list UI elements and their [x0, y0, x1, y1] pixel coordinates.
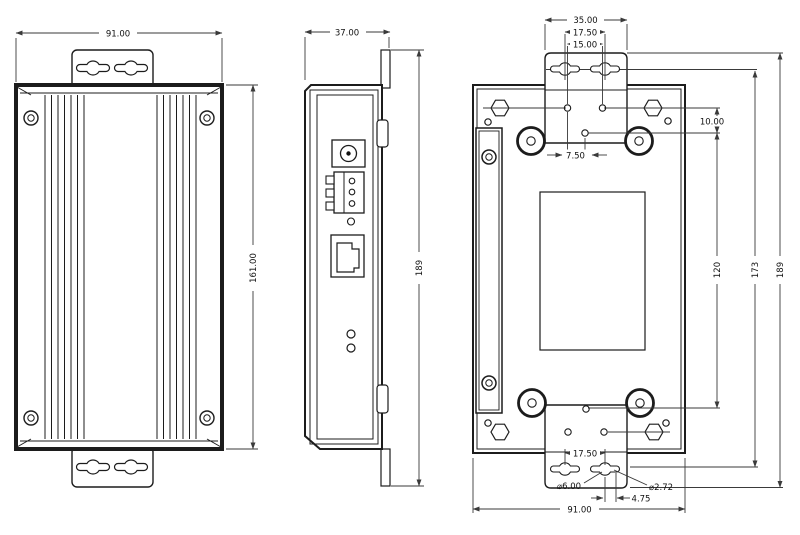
dim-side-depth: 37.00: [304, 26, 391, 80]
bracket-rollers: [516, 126, 655, 418]
dim-slot-arm: 4.75: [591, 495, 650, 505]
dim-label: 91.00: [106, 30, 130, 40]
din-rail-channel: [475, 127, 503, 414]
dim-label: 173: [751, 262, 761, 278]
dim-overall-height: 189: [774, 52, 786, 488]
bracket-holes: [563, 104, 608, 436]
led-indicator-2: [346, 343, 356, 353]
dim-label: 10.00: [700, 118, 724, 128]
dim-label: 7.50: [566, 152, 585, 162]
din-bracket-bottom: [380, 448, 391, 487]
dim-slot-diameter: ⌀6.00: [557, 471, 603, 492]
dim-slot-spacing-bottom: 17.50: [564, 447, 606, 460]
dim-label: 91.00: [567, 506, 591, 516]
hex-screws: [484, 99, 672, 441]
dim-label: ⌀2.72: [649, 483, 673, 493]
dim-front-width: 91.00: [15, 27, 223, 82]
dim-label: 15.00: [573, 41, 597, 51]
rj45-port: [330, 234, 365, 278]
bracket-hook-top: [376, 119, 389, 148]
dim-side-height: 189: [391, 49, 425, 487]
dim-label: ⌀6.00: [557, 482, 581, 492]
dim-label: 161.00: [249, 253, 259, 283]
dim-vertical-offset: 10.00: [697, 107, 728, 134]
side-view: 37.00 189: [304, 26, 425, 487]
corner-screws: [23, 110, 215, 426]
dim-horizontal-offset: 7.50: [547, 149, 607, 162]
dim-hole-diameter: ⌀2.72: [613, 469, 673, 493]
extension-lines: [483, 52, 783, 488]
dim-hole-spacing: 15.00: [567, 38, 603, 51]
side-body-inner: [309, 89, 379, 445]
dim-label: 17.50: [573, 450, 597, 460]
bracket-hook-bottom: [376, 384, 389, 414]
center-lines: [564, 34, 617, 502]
dim-front-height: 161.00: [226, 84, 259, 450]
dc-jack: [331, 139, 366, 168]
back-cutout: [539, 191, 646, 351]
dim-label: 35.00: [573, 16, 597, 26]
side-panel: [316, 94, 374, 440]
din-bracket-top: [380, 49, 391, 89]
dim-label: 189: [776, 262, 786, 278]
led-indicator-1: [346, 329, 356, 339]
bracket-plate-bottom: [544, 404, 628, 489]
front-body: [14, 83, 224, 451]
cooling-fins: [44, 95, 197, 439]
dim-label: 37.00: [335, 29, 359, 39]
dim-label: 4.75: [632, 495, 651, 505]
front-view: 91.00 161.00: [14, 27, 259, 488]
corner-chamfers: [16, 86, 222, 448]
dim-tab-width: 35.00: [544, 14, 628, 50]
end-cap-lines: [20, 92, 218, 442]
dim-bracket-span: 173: [749, 70, 761, 468]
dim-back-width: 91.00: [472, 458, 686, 516]
reset-hole: [346, 217, 356, 226]
dim-label: 17.50: [573, 29, 597, 39]
dim-mount-hole-span: 120: [711, 132, 723, 409]
terminal-block: [325, 171, 365, 214]
back-view: 35.00 17.50 15.00 10.00 120 173: [472, 14, 786, 516]
dim-label: 189: [415, 260, 425, 276]
dim-slot-spacing-top: 17.50: [564, 26, 606, 39]
dim-label: 120: [713, 262, 723, 278]
